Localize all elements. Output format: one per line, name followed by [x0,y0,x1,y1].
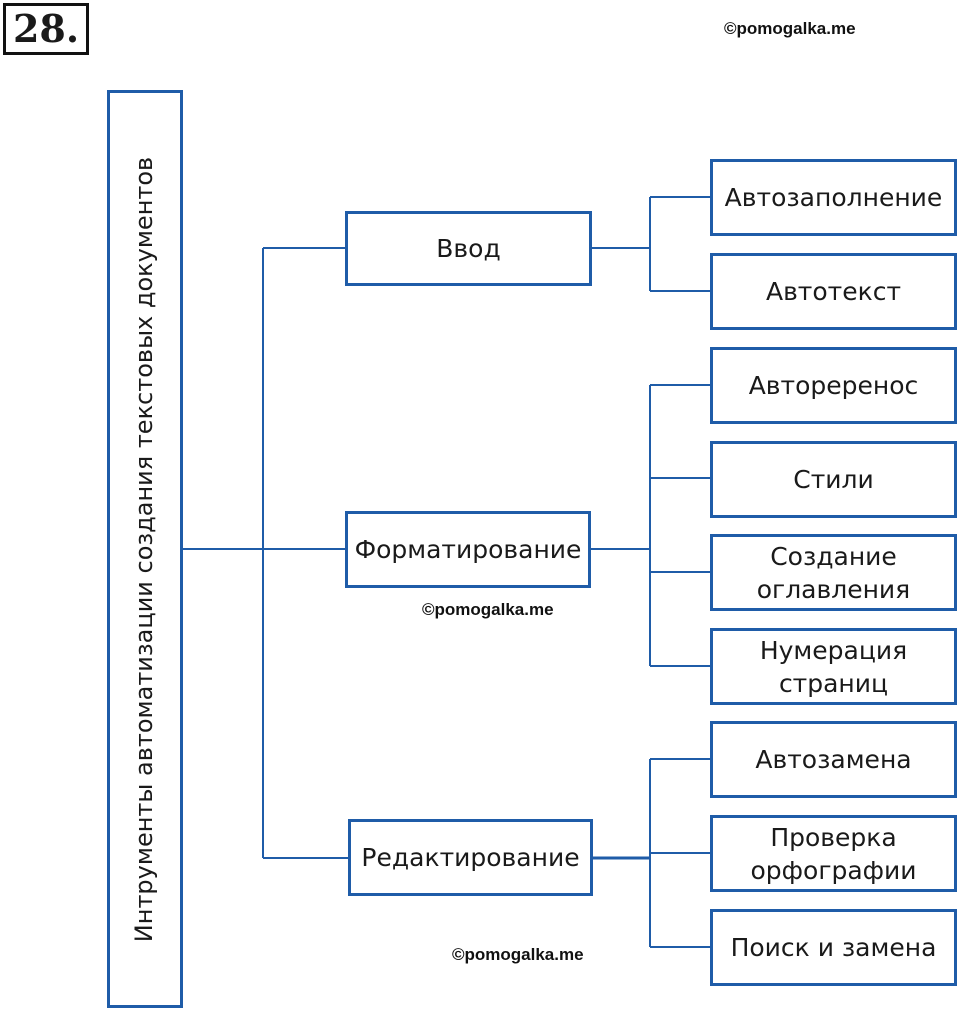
item-label: Автотекст [765,277,902,306]
item-label: Проверка орфографии [750,822,917,885]
category-vvod: Ввод [345,211,592,286]
category-redaktirovanie: Редактирование [348,819,593,896]
item-label: Автозамена [755,745,912,774]
root-node: Интрументы автоматизации создания тексто… [107,90,183,1008]
task-number: 28. [3,3,89,55]
category-label: Редактирование [361,843,580,872]
watermark: ©pomogalka.me [724,19,856,38]
item-avtoperenos: Авторереноc [710,347,957,424]
item-avtozamena: Автозамена [710,721,957,798]
root-label: Интрументы автоматизации создания тексто… [130,156,159,942]
item-label: Авторереноc [748,371,919,400]
item-avtozapolnenie: Автозаполнение [710,159,957,236]
item-stili: Стили [710,441,957,518]
item-poisk-i-zamena: Поиск и замена [710,909,957,986]
item-sozdanie-oglavleniya: Создание оглавления [710,534,957,611]
watermark: ©pomogalka.me [452,945,584,964]
item-label: Стили [793,465,874,494]
category-label: Ввод [436,234,501,263]
item-label: Поиск и замена [730,933,937,962]
item-label: Нумерация страниц [759,635,908,698]
watermark: ©pomogalka.me [422,600,554,619]
item-label: Автозаполнение [724,183,943,212]
category-label: Форматирование [354,535,582,564]
item-numeraciya-stranic: Нумерация страниц [710,628,957,705]
item-label: Создание оглавления [756,541,911,604]
item-proverka-orfografii: Проверка орфографии [710,815,957,892]
item-avtotekst: Автотекст [710,253,957,330]
category-formatirovanie: Форматирование [345,511,591,588]
